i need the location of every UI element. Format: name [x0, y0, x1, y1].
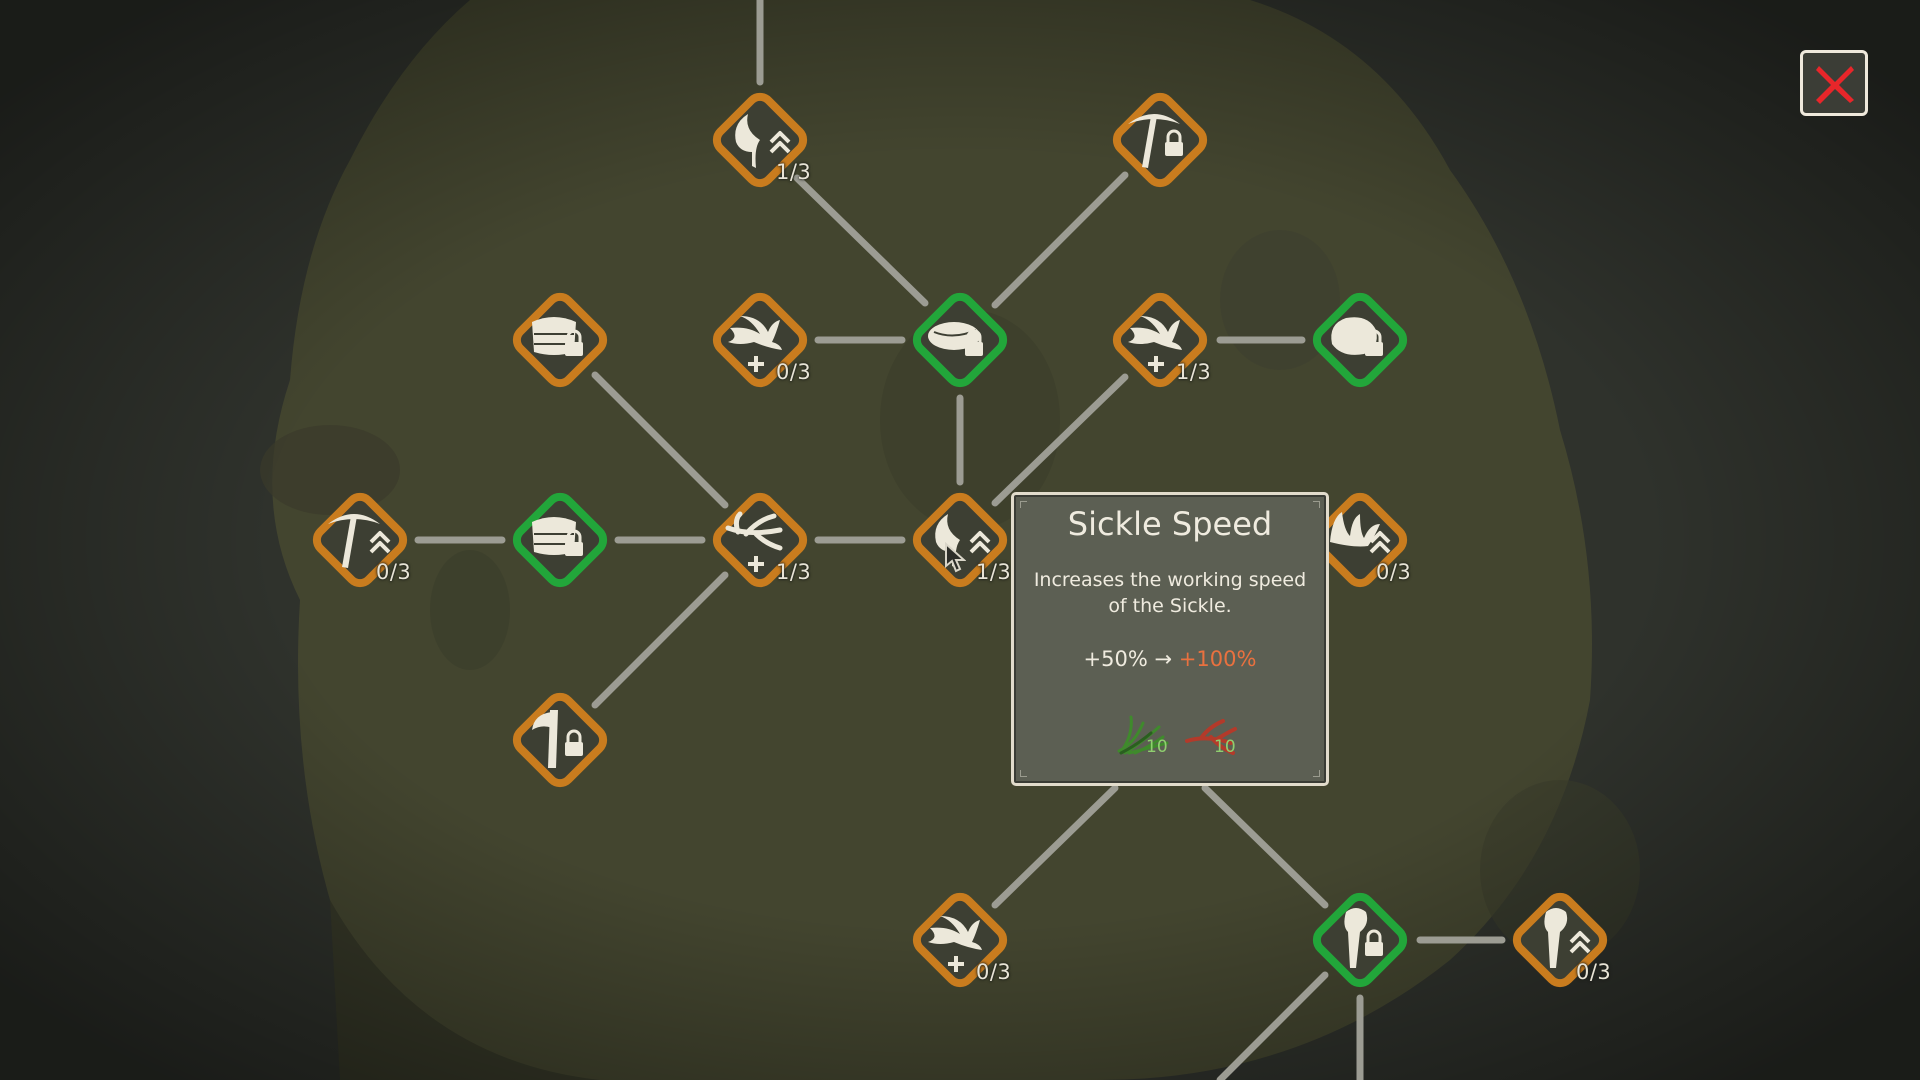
skill-node-stone-unlock[interactable] [1312, 292, 1408, 388]
pickaxe-up-icon [328, 514, 391, 568]
skill-node-pickaxe-upgrade[interactable] [312, 492, 408, 588]
lock-icon [1365, 929, 1383, 956]
skill-node-pickaxe-unlock-top[interactable] [1112, 92, 1208, 188]
connector-line [591, 571, 729, 709]
cost-amount: 10 [1146, 737, 1168, 757]
bundle-lock-icon [928, 322, 983, 356]
chevron-up-icon [1369, 531, 1391, 554]
lock-icon [965, 329, 983, 356]
node-progress: 0/3 [976, 960, 1012, 984]
hay-lock-icon [532, 517, 583, 556]
skill-node-grass-plus-bottom[interactable] [912, 892, 1008, 988]
skill-nodes [312, 92, 1608, 988]
tooltip-title: Sickle Speed [1067, 505, 1273, 543]
skill-node-axe-unlock[interactable] [512, 692, 608, 788]
connector-line [1216, 971, 1329, 1080]
lock-icon [1165, 129, 1183, 156]
connector-line [991, 373, 1129, 507]
tooltip-corner [1313, 501, 1320, 508]
tooltip-costs: 10 10 [1014, 713, 1326, 763]
skill-node-bundle-unlock[interactable] [912, 292, 1008, 388]
node-progress: 1/3 [976, 560, 1012, 584]
skill-node-grass-plus-right[interactable] [1112, 292, 1208, 388]
stone-lock-icon [1331, 317, 1383, 356]
node-progress: 1/3 [776, 560, 812, 584]
node-frame [1312, 892, 1408, 988]
branch-plus-icon [725, 511, 783, 572]
tooltip-corner [1313, 770, 1320, 777]
branch-icon [1185, 719, 1237, 755]
tooltip-corner [1020, 501, 1027, 508]
skill-node-grass-plus-left[interactable] [712, 292, 808, 388]
tooltip-corner [1020, 770, 1027, 777]
current-value: +50% [1083, 647, 1148, 671]
skill-tooltip: Sickle Speed Increases the working speed… [1011, 492, 1329, 786]
hay-lock-icon [532, 317, 583, 356]
plus-icon [748, 356, 764, 372]
lock-icon [565, 529, 583, 556]
node-progress: 0/3 [1376, 560, 1412, 584]
connector-line [991, 784, 1119, 909]
node-progress: 1/3 [1176, 360, 1212, 384]
chevron-up-icon [769, 131, 791, 154]
connector-line [991, 171, 1129, 309]
axe-lock-icon [532, 710, 583, 768]
skill-node-club-upgrade[interactable] [1512, 892, 1608, 988]
mouse-cursor-icon [945, 542, 966, 573]
chevron-up-icon [1569, 931, 1591, 954]
grass-plus-icon [728, 316, 782, 372]
pickaxe-lock-icon [1128, 114, 1183, 168]
lock-icon [565, 329, 583, 356]
herb-up-icon [1330, 512, 1391, 554]
skill-node-club-unlock[interactable] [1312, 892, 1408, 988]
sickle-up-icon [735, 114, 791, 168]
grass-icon [1117, 715, 1169, 755]
skill-node-hay-unlock[interactable] [512, 292, 608, 388]
chevron-up-icon [969, 531, 991, 554]
tooltip-stats: +50% → +100% [1014, 647, 1326, 671]
connector-line [793, 174, 929, 307]
plus-icon [748, 556, 764, 572]
node-progress: 1/3 [776, 160, 812, 184]
node-progress: 0/3 [1576, 960, 1612, 984]
plus-icon [1148, 356, 1164, 372]
plus-icon [948, 956, 964, 972]
connector-line [591, 371, 729, 509]
skill-node-hay-owned[interactable] [512, 492, 608, 588]
skill-node-herb-upgrade[interactable] [1312, 492, 1408, 588]
skill-node-sickle-upgrade-top[interactable] [712, 92, 808, 188]
cost-amount: 10 [1214, 737, 1236, 757]
node-frame [1512, 892, 1608, 988]
connector-line [1201, 784, 1329, 909]
club-up-icon [1544, 908, 1591, 968]
arrow-icon: → [1154, 647, 1173, 671]
grass-plus-icon [1128, 316, 1182, 372]
next-value: +100% [1178, 647, 1257, 671]
close-icon [1816, 66, 1854, 104]
node-progress: 0/3 [776, 360, 812, 384]
skill-node-branch-plus[interactable] [712, 492, 808, 588]
club-lock-icon [1344, 908, 1383, 968]
cost-grass: 10 [1108, 713, 1178, 763]
cost-branch: 10 [1176, 713, 1246, 763]
lock-icon [1365, 329, 1383, 356]
grass-plus-icon [928, 916, 982, 972]
close-button[interactable] [1800, 50, 1868, 116]
connector-lines [414, 0, 1506, 1080]
lock-icon [565, 729, 583, 756]
chevron-up-icon [369, 531, 391, 554]
node-progress: 0/3 [376, 560, 412, 584]
tooltip-description: Increases the working speed of the Sickl… [1033, 569, 1307, 617]
